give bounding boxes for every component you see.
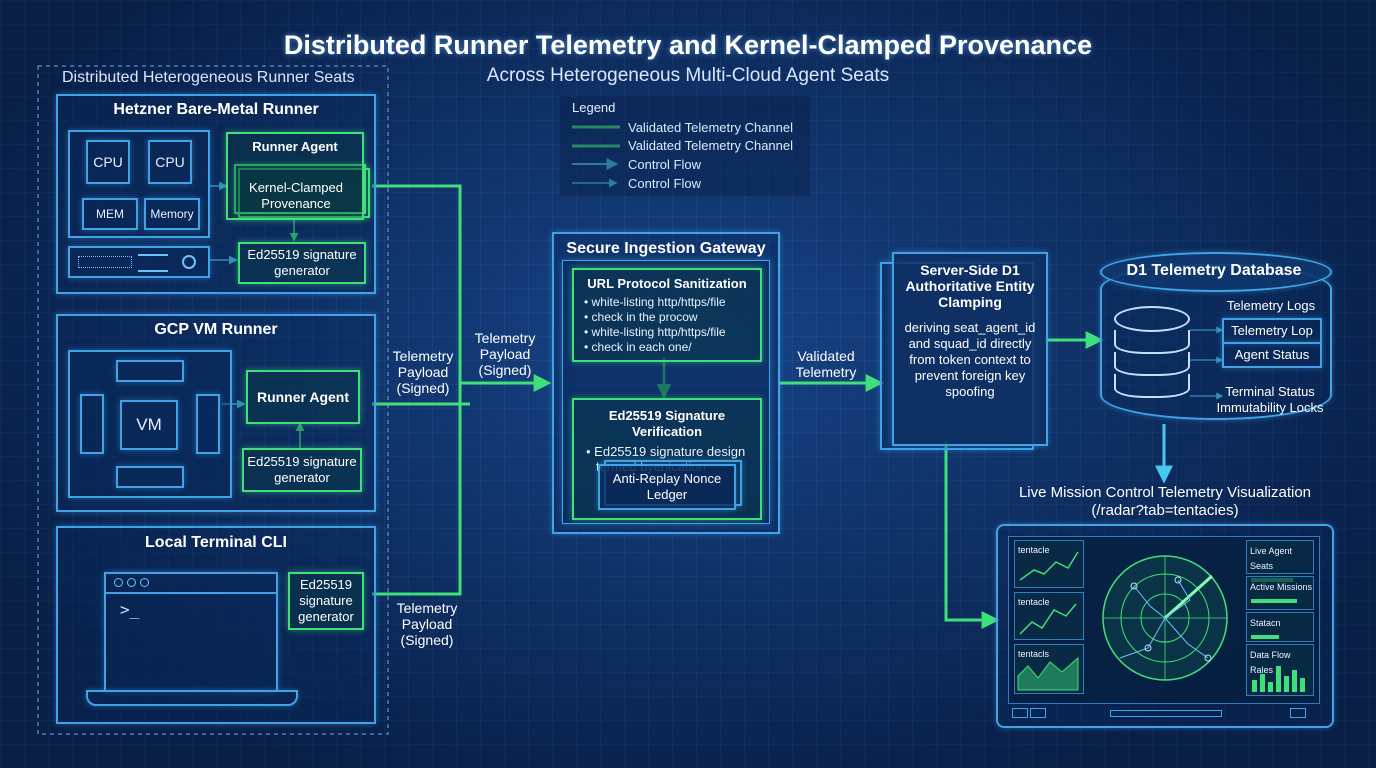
laptop-screen-icon: >_ — [104, 572, 278, 692]
validated-telemetry-label: Validated Telemetry — [795, 348, 857, 380]
data-flow-bars — [1252, 666, 1305, 692]
local-telemetry-line — [372, 383, 462, 596]
vm-chip-icon: VM — [120, 400, 178, 450]
legend-item-1: Validated Telemetry Channel — [628, 120, 794, 135]
payload-label-mid: Telemetry Payload (Signed) — [474, 330, 536, 378]
cpu-chip-icon: CPU — [148, 140, 192, 184]
pin-strip-icon — [196, 394, 220, 454]
stat-status: Statacn — [1246, 612, 1314, 642]
gcp-sig-label: Ed25519 signature generator — [247, 454, 357, 485]
page-subtitle: Across Heterogeneous Multi-Cloud Agent S… — [486, 65, 890, 86]
db-stack-icon — [1114, 306, 1190, 398]
sig-verification-title: Ed25519 Signature Verification — [608, 408, 726, 439]
hetzner-stack-shadow-2 — [238, 168, 370, 218]
db-log-box: Telemetry Lop — [1222, 318, 1322, 344]
url-sanitization-box: URL Protocol Sanitization • white-listin… — [572, 268, 762, 362]
clamp-doc-box: Server-Side D1 Authoritative Entity Clam… — [892, 252, 1048, 446]
stat-active-missions: Active Missions — [1246, 576, 1314, 610]
clamp-to-viz-arrow — [944, 440, 1000, 629]
db-status-box: Agent Status — [1222, 342, 1322, 368]
gateway-title: Secure Ingestion Gateway — [566, 240, 766, 257]
clamp-body: deriving seat_agent_id and squad_id dire… — [904, 320, 1036, 399]
hetzner-sig-box: Ed25519 signature generator — [238, 242, 366, 284]
page-title: Distributed Runner Telemetry and Kernel-… — [283, 30, 1093, 60]
memory-chip-icon: Memory — [144, 198, 200, 230]
viz-route: (/radar?tab=tentacies) — [1091, 502, 1239, 519]
clamp-title: Server-Side D1 Authoritative Entity Clam… — [905, 262, 1035, 310]
mini-chart-sparklines — [1017, 551, 1079, 691]
payload-label-bottom: Telemetry Payload (Signed) — [396, 600, 458, 648]
url-item-2: • check in the procow — [584, 310, 698, 324]
legend-title: Legend — [572, 100, 616, 115]
nonce-ledger-box: Anti-Replay Nonce Ledger — [598, 464, 736, 510]
local-sig-box: Ed25519 signature generator — [288, 572, 364, 630]
terminal-prompt: >_ — [120, 600, 140, 619]
payload-label-top: Telemetry Payload (Signed) — [392, 348, 454, 396]
hetzner-hardware-box — [68, 130, 210, 238]
hetzner-runner-agent-box: Runner Agent — [226, 132, 364, 220]
db-locks-label: Terminal Status Immutability Locks — [1216, 384, 1324, 415]
legend-item-3: Control Flow — [628, 157, 701, 172]
server-rack-icon — [68, 246, 210, 278]
monitor-button-icon — [1030, 708, 1046, 718]
gcp-title: GCP VM Runner — [154, 321, 278, 338]
hetzner-runner-panel: Hetzner Bare-Metal Runner — [56, 94, 376, 294]
hetzner-title: Hetzner Bare-Metal Runner — [113, 101, 319, 118]
gcp-agent-label: Runner Agent — [256, 389, 350, 405]
hetzner-telemetry-line — [372, 184, 462, 383]
legend: Legend Validated Telemetry Channel Valid… — [560, 96, 810, 196]
monitor-button-icon — [1012, 708, 1028, 718]
seats-group-label: Distributed Heterogeneous Runner Seats — [62, 69, 355, 86]
url-item-3: • white-listing http/https/file — [584, 325, 726, 339]
database-cylinder-top — [1100, 252, 1332, 292]
mini-chart-2: tentacle — [1014, 592, 1084, 640]
viz-title: Live Mission Control Telemetry Visualiza… — [1018, 484, 1312, 501]
pin-strip-icon — [116, 360, 184, 382]
monitor-slot-icon — [1110, 710, 1222, 717]
hetzner-agent-label: Runner Agent — [252, 139, 338, 154]
db-logs-label: Telemetry Logs — [1226, 298, 1316, 313]
legend-item-2: Validated Telemetry Channel — [628, 138, 794, 153]
url-item-1: • white-listing http/https/file — [584, 295, 726, 309]
pin-strip-icon — [116, 466, 184, 488]
hetzner-stack-shadow-1 — [234, 164, 366, 214]
stat-live-agent-seats: Live Agent Seats — [1246, 540, 1314, 582]
radar-display-icon — [1102, 555, 1228, 681]
monitor-button-icon — [1290, 708, 1306, 718]
mini-chart-1: tentacle — [1014, 540, 1084, 588]
local-sig-label: Ed25519 signature generator — [298, 577, 354, 624]
pin-strip-icon — [80, 394, 104, 454]
gcp-runner-panel: GCP VM Runner — [56, 314, 376, 512]
local-title: Local Terminal CLI — [145, 534, 287, 551]
mem-chip-icon: MEM — [82, 198, 138, 230]
nonce-ledger-label: Anti-Replay Nonce Ledger — [612, 471, 722, 502]
sig-item-1: • Ed25519 signature design — [586, 444, 746, 459]
url-item-4: • check in each one/ — [584, 340, 692, 354]
legend-item-4: Control Flow — [628, 176, 701, 191]
gcp-sig-box: Ed25519 signature generator — [242, 448, 362, 492]
gcp-vm-frame — [68, 350, 232, 498]
laptop-base-icon — [86, 690, 298, 706]
hetzner-provenance-label: Kernel-Clamped Provenance — [249, 180, 343, 211]
cpu-chip-icon: CPU — [86, 140, 130, 184]
hetzner-sig-label: Ed25519 signature generator — [247, 247, 357, 278]
seats-group-border — [37, 65, 389, 735]
gcp-runner-agent-box: Runner Agent — [246, 370, 360, 424]
db-title: D1 Telemetry Database — [1126, 262, 1302, 279]
url-sanitization-title: URL Protocol Sanitization — [587, 276, 747, 291]
